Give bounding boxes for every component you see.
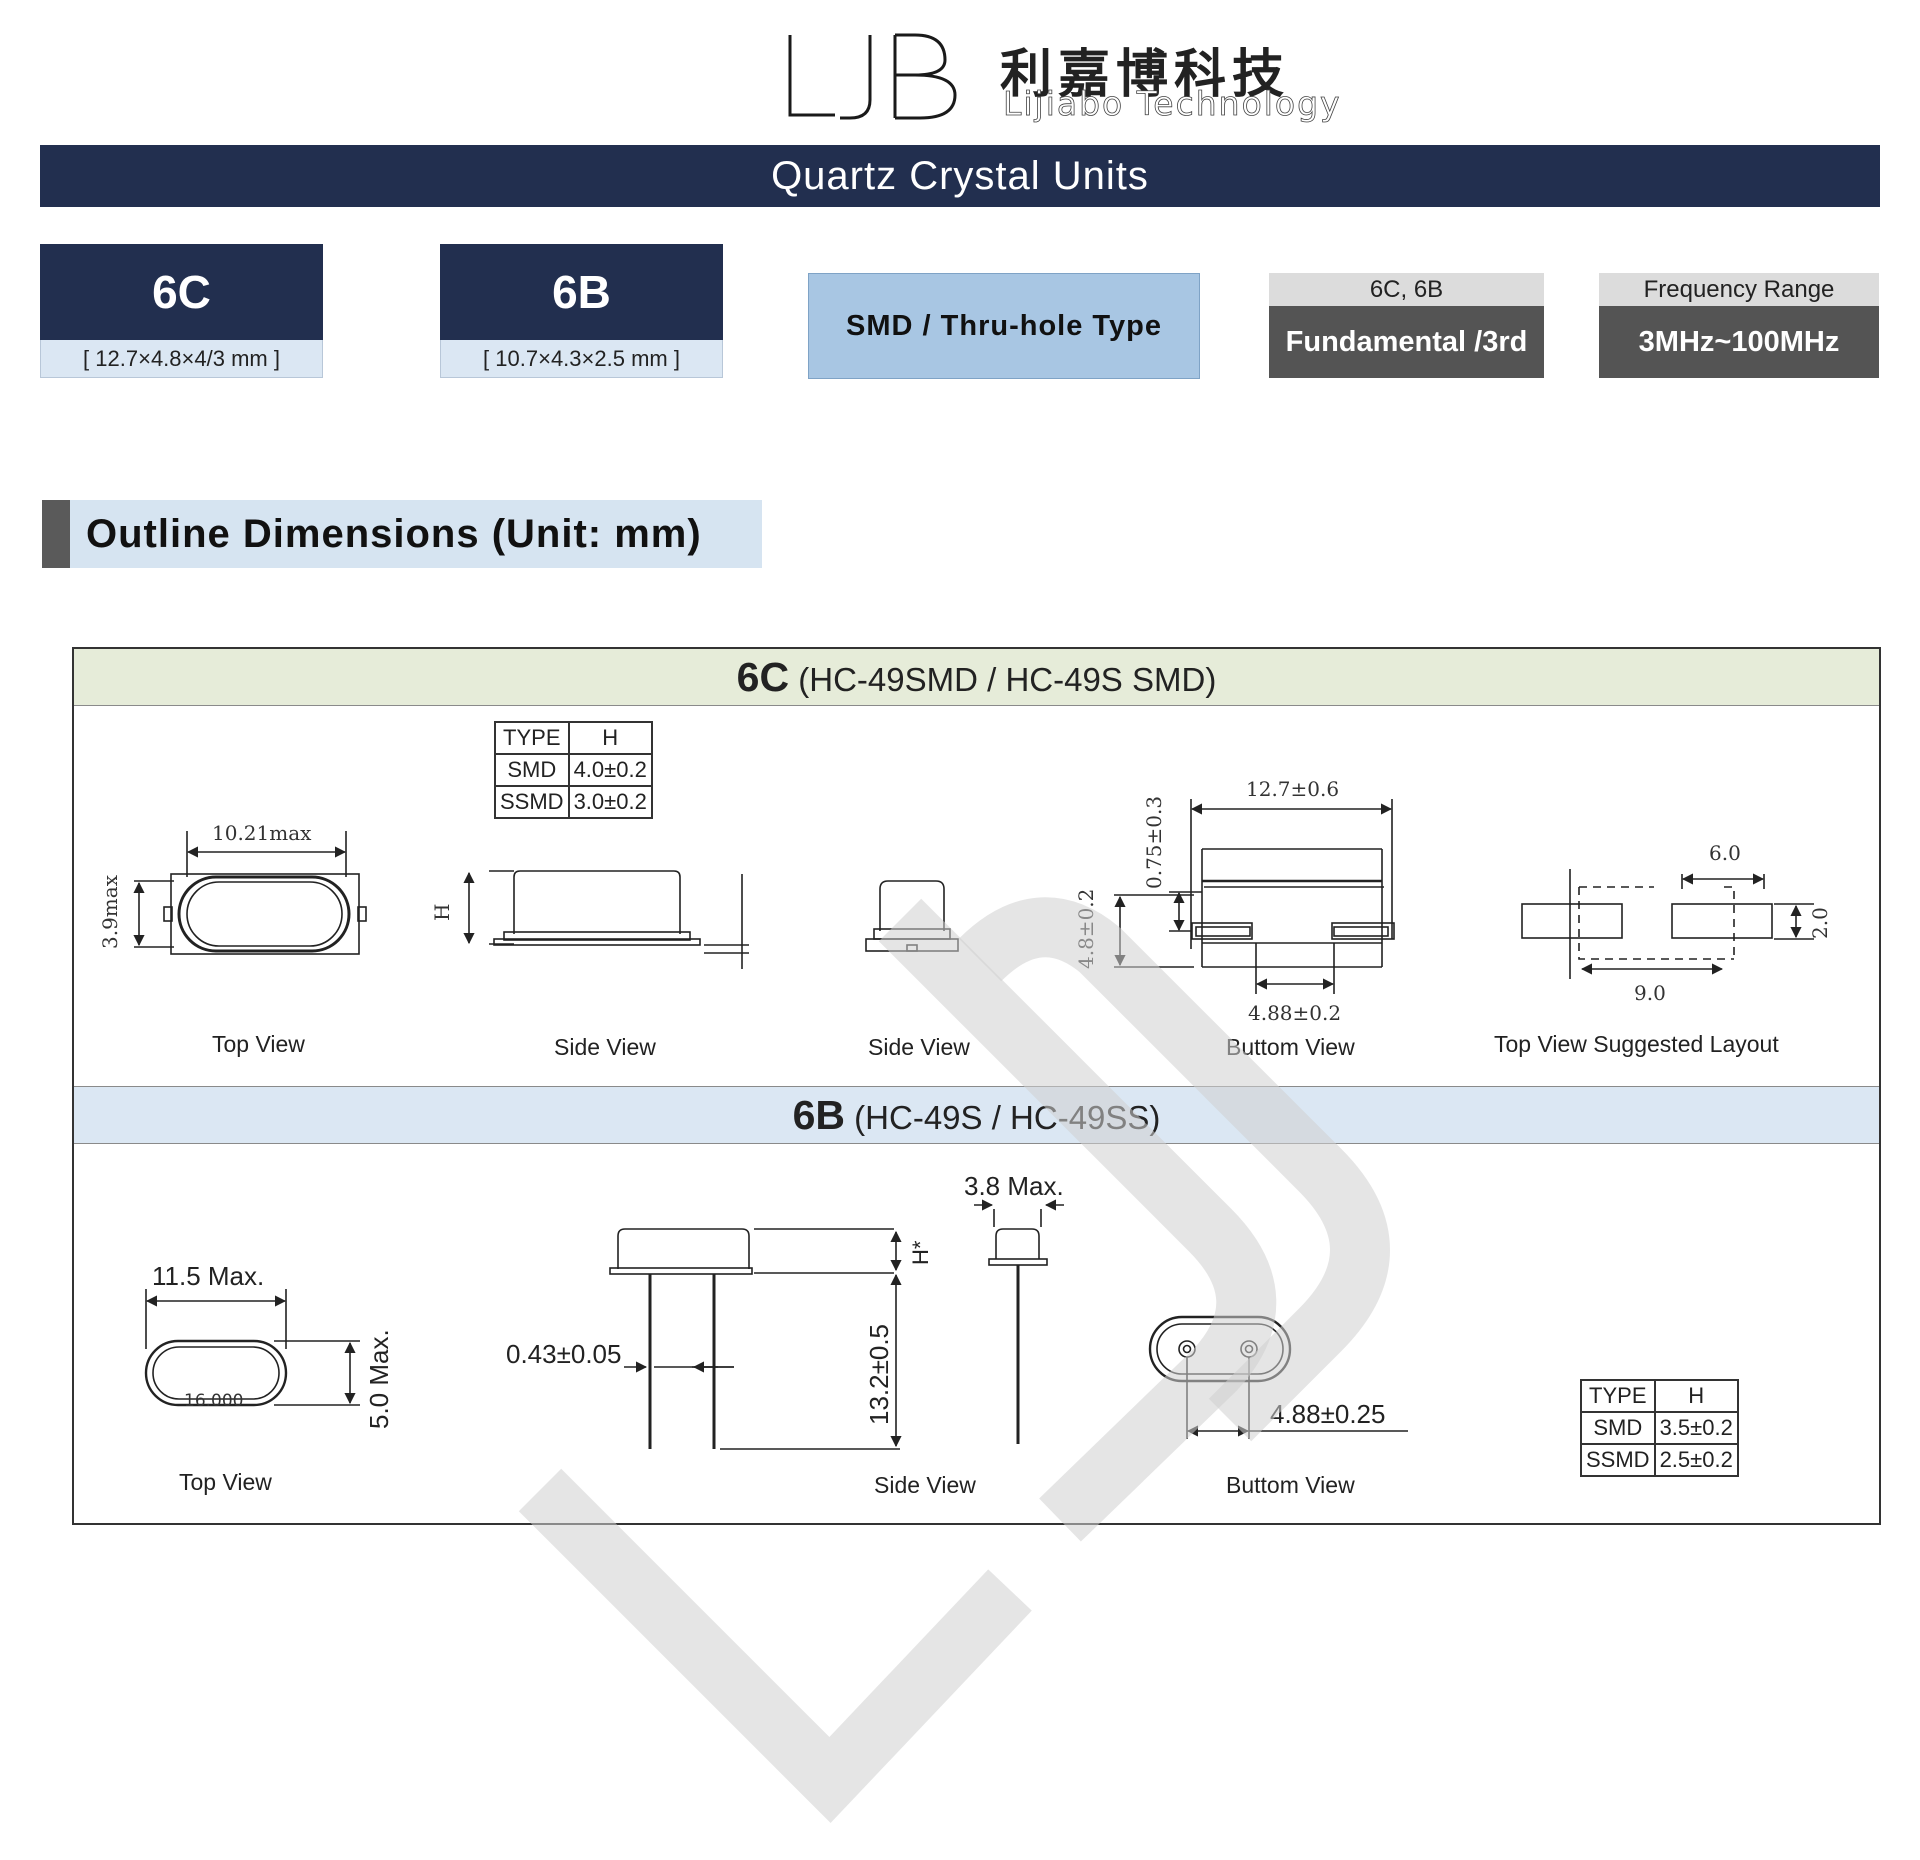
frequency-header: Frequency Range bbox=[1599, 273, 1879, 306]
mode-card: 6C, 6B Fundamental /3rd bbox=[1269, 273, 1544, 378]
table-cell: 3.5±0.2 bbox=[1653, 1411, 1739, 1445]
table-row: TYPE H bbox=[494, 721, 653, 755]
6c-layout-label: Top View Suggested Layout bbox=[1494, 1031, 1779, 1057]
6c-side-view-2-label: Side View bbox=[868, 1034, 970, 1060]
6c-side-view-label: Side View bbox=[554, 1034, 656, 1060]
6c-suggested-layout-drawing bbox=[1521, 869, 1814, 979]
table-row: SSMD 2.5±0.2 bbox=[1580, 1443, 1739, 1477]
6c-height-table: TYPE H SMD 4.0±0.2 SSMD 3.0±0.2 bbox=[494, 721, 653, 819]
table-cell: SMD bbox=[1580, 1411, 1656, 1445]
6c-top-view-label: Top View bbox=[212, 1031, 305, 1057]
6c-side-view-drawing bbox=[463, 870, 749, 969]
6b-top-height-dim: 5.0 Max. bbox=[364, 1329, 394, 1429]
section-heading-text: Outline Dimensions (Unit: mm) bbox=[86, 512, 702, 556]
mount-type-badge: SMD / Thru-hole Type bbox=[808, 273, 1200, 379]
6c-side-end-view-drawing bbox=[865, 880, 959, 952]
frequency-value: 3MHz~100MHz bbox=[1599, 306, 1879, 378]
package-size: [ 12.7×4.8×4/3 mm ] bbox=[40, 340, 323, 378]
table-row: SMD 3.5±0.2 bbox=[1580, 1411, 1739, 1445]
6c-top-height-dim: 3.9max bbox=[98, 875, 122, 949]
package-6b-code: 6B bbox=[792, 1092, 845, 1138]
6b-lead-length-dim: 13.2±0.5 bbox=[864, 1323, 894, 1425]
6b-bottom-pitch-dim: 4.88±0.25 bbox=[1270, 1399, 1386, 1429]
6c-bottom-view-label: Buttom View bbox=[1226, 1034, 1355, 1060]
brand-name-english: Lijiabo Technology bbox=[1003, 84, 1342, 124]
table-cell: SMD bbox=[494, 753, 570, 787]
6b-top-marking: 16.000 bbox=[184, 1391, 244, 1411]
page-title: Quartz Crystal Units bbox=[40, 145, 1880, 207]
table-row: SSMD 3.0±0.2 bbox=[494, 785, 653, 819]
mode-value: Fundamental /3rd bbox=[1269, 306, 1544, 378]
6c-layout-9-dim: 9.0 bbox=[1634, 981, 1666, 1005]
table-cell: SSMD bbox=[1580, 1443, 1656, 1477]
company-logo-mark bbox=[788, 33, 957, 120]
table-header-cell: TYPE bbox=[1580, 1379, 1656, 1413]
package-code: 6C bbox=[40, 244, 323, 340]
package-6c-name: (HC-49SMD / HC-49S SMD) bbox=[798, 661, 1217, 698]
table-row: SMD 4.0±0.2 bbox=[494, 753, 653, 787]
6c-bottom-pitch-dim: 4.88±0.2 bbox=[1248, 1001, 1342, 1025]
package-6c-band: 6C (HC-49SMD / HC-49S SMD) bbox=[74, 649, 1879, 706]
table-header-cell: H bbox=[567, 721, 653, 755]
table-row: TYPE H bbox=[1580, 1379, 1739, 1413]
table-cell: 4.0±0.2 bbox=[567, 753, 653, 787]
section-heading: Outline Dimensions (Unit: mm) bbox=[42, 500, 762, 568]
6c-bottom-height-dim: 4.8±0.2 bbox=[1074, 888, 1098, 969]
6b-side-view-drawing bbox=[609, 1199, 1064, 1450]
6c-layout-2-dim: 2.0 bbox=[1808, 907, 1832, 939]
table-cell: 2.5±0.2 bbox=[1653, 1443, 1739, 1477]
section-heading-bar bbox=[42, 500, 70, 568]
6c-top-width-dim: 10.21max bbox=[212, 821, 312, 845]
6c-top-view-drawing bbox=[133, 831, 367, 955]
6b-height-dim: H* bbox=[908, 1240, 933, 1265]
6c-side-h-dim: H bbox=[430, 903, 454, 921]
6c-bottom-075-dim: 0.75±0.3 bbox=[1142, 795, 1166, 889]
6c-bottom-length-dim: 12.7±0.6 bbox=[1246, 777, 1340, 801]
table-cell: 3.0±0.2 bbox=[567, 785, 653, 819]
frequency-card: Frequency Range 3MHz~100MHz bbox=[1599, 273, 1879, 378]
6b-side-view-label: Side View bbox=[874, 1472, 976, 1498]
package-6b-card: 6B [ 10.7×4.3×2.5 mm ] bbox=[440, 244, 723, 378]
outline-drawing-frame: 6C (HC-49SMD / HC-49S SMD) 6B (HC-49S / … bbox=[72, 647, 1881, 1525]
package-6c-code: 6C bbox=[736, 654, 790, 700]
6b-side-width-dim: 3.8 Max. bbox=[964, 1171, 1064, 1201]
6c-layout-6-dim: 6.0 bbox=[1709, 841, 1741, 865]
table-header-cell: TYPE bbox=[494, 721, 570, 755]
table-header-cell: H bbox=[1653, 1379, 1739, 1413]
6b-top-view-drawing bbox=[144, 1289, 360, 1407]
6b-lead-diameter-dim: 0.43±0.05 bbox=[506, 1339, 622, 1369]
6b-height-table: TYPE H SMD 3.5±0.2 SSMD 2.5±0.2 bbox=[1580, 1379, 1739, 1477]
brand-name-chinese: 利嘉博科技 bbox=[1000, 45, 1291, 105]
package-size: [ 10.7×4.3×2.5 mm ] bbox=[440, 340, 723, 378]
6b-bottom-view-label: Buttom View bbox=[1226, 1472, 1355, 1498]
6b-top-width-dim: 11.5 Max. bbox=[152, 1261, 265, 1291]
package-6c-card: 6C [ 12.7×4.8×4/3 mm ] bbox=[40, 244, 323, 378]
table-cell: SSMD bbox=[494, 785, 570, 819]
6b-top-view-label: Top View bbox=[179, 1469, 272, 1495]
package-code: 6B bbox=[440, 244, 723, 340]
mode-header: 6C, 6B bbox=[1269, 273, 1544, 306]
